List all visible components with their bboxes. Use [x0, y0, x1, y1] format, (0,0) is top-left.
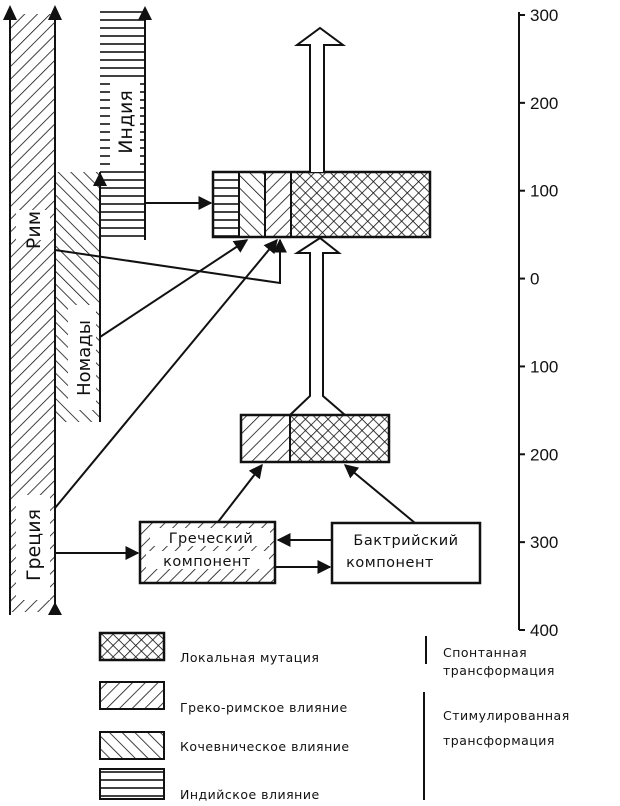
- bactrian-component-line1: Бактрийский: [353, 533, 458, 549]
- time-axis: 300 200 100 0 100 200 300 400: [518, 6, 558, 640]
- legend-label: Кочевническое влияние: [180, 739, 350, 754]
- bactrian-component-box: Бактрийский компонент: [330, 521, 482, 585]
- axis-tick-label: 200: [530, 445, 558, 464]
- legend-item-nomadic: Кочевническое влияние: [99, 731, 350, 760]
- legend-label: Индийское влияние: [180, 787, 320, 802]
- segment-greek: [241, 415, 290, 462]
- greek-component-line2: компонент: [163, 554, 251, 570]
- segment-local-mutation: [291, 172, 430, 237]
- legend-label: Греко-римское влияние: [180, 700, 348, 715]
- axis-tick-label: 400: [530, 621, 558, 640]
- nomads-bar: Номады: [55, 172, 107, 422]
- axis-tick-label: 100: [530, 182, 558, 201]
- bactrian-component-line2: компонент: [346, 555, 434, 571]
- segment-indian: [213, 172, 239, 237]
- top-composite-block: [211, 170, 432, 239]
- axis-tick-label: 0: [530, 270, 539, 289]
- rome-left-arrowhead-icon: [3, 5, 17, 20]
- label-rome: Рим: [23, 211, 45, 249]
- swatch-forward-diagonal: [99, 681, 165, 710]
- transformation-arrow-icon: [289, 236, 346, 416]
- swatch-horizontal: [99, 768, 165, 800]
- greek-component-box: Греческий компонент: [138, 520, 277, 585]
- segment-local: [290, 415, 389, 462]
- axis-tick-label: 300: [530, 533, 558, 552]
- output-arrow-icon: [293, 26, 347, 172]
- greece-bottom-arrowhead-icon: [48, 602, 62, 615]
- arrow-bactrian-to-lower-block: [343, 464, 416, 524]
- arrow-greece-to-block: [54, 238, 278, 509]
- label-india: Индия: [115, 90, 137, 154]
- arrow-nomads-to-block: [99, 239, 249, 338]
- india-bar: Индия: [100, 6, 152, 240]
- lower-composite-block: [239, 413, 391, 464]
- legend-label: Локальная мутация: [180, 650, 319, 665]
- swatch-cross-hatch: [98, 631, 166, 662]
- axis-tick-label: 300: [530, 6, 558, 25]
- greek-component-line1: Греческий: [169, 531, 254, 547]
- legend: Локальная мутация Греко-римское влияние …: [98, 631, 570, 802]
- group-stimulated-line1: Стимулированная: [443, 708, 570, 723]
- segment-greco-roman: [265, 172, 291, 237]
- legend-item-local-mutation: Локальная мутация: [98, 631, 319, 665]
- segment-nomadic: [239, 172, 265, 237]
- legend-item-indian: Индийское влияние: [99, 768, 320, 802]
- group-spontaneous-line1: Спонтанная: [443, 645, 527, 660]
- arrow-greek-to-lower-block: [217, 463, 263, 523]
- label-greece: Греция: [23, 509, 45, 581]
- group-spontaneous-line2: трансформация: [443, 663, 555, 678]
- india-arrowhead-icon: [138, 6, 152, 20]
- swatch-back-diagonal: [99, 731, 165, 760]
- arrow-rome-to-block: [54, 238, 287, 285]
- axis-tick-label: 200: [530, 94, 558, 113]
- legend-item-greco-roman: Греко-римское влияние: [99, 681, 348, 715]
- connectors: [54, 196, 416, 574]
- rome-right-arrowhead-icon: [48, 5, 62, 20]
- label-nomads: Номады: [74, 320, 95, 396]
- rome-greece-bar: Рим Греция: [3, 5, 62, 615]
- group-stimulated-line2: трансформация: [443, 733, 555, 748]
- axis-tick-label: 100: [530, 357, 558, 376]
